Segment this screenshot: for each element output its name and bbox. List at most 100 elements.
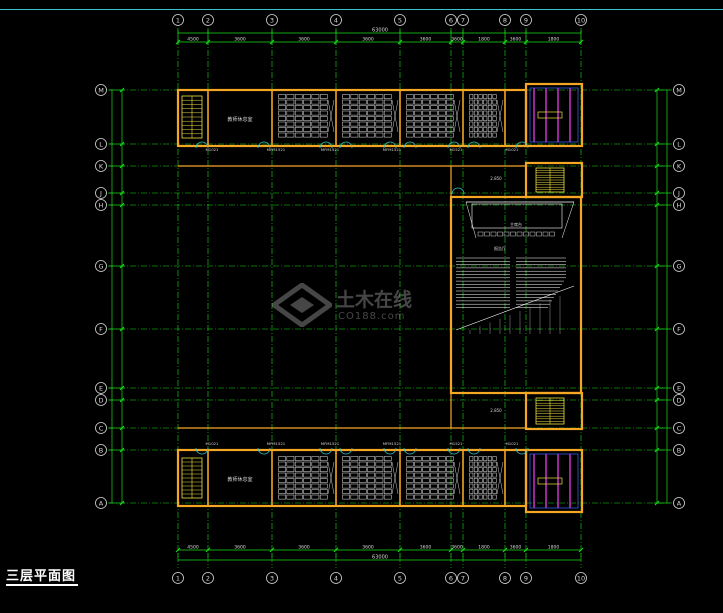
grid-bubble-label-6: 6: [449, 17, 453, 25]
grid-bubble-label-G: G: [676, 263, 681, 271]
grid-bubble-J-left: [95, 187, 107, 199]
dim-segment-label: 3600: [362, 545, 374, 551]
grid-bubble-E-right: [673, 382, 685, 394]
hall-front-seat: [549, 231, 555, 237]
grid-bubble-label-G: G: [98, 263, 103, 271]
dim-slash: [578, 547, 584, 553]
room-label-stage: 主席台: [510, 221, 522, 227]
dim-overall-label: 63000: [372, 555, 388, 561]
door-tag-lower: MFM1521: [267, 441, 286, 446]
grid-bubble-5-bottom: [394, 572, 406, 584]
grid-bubble-3-top: [266, 14, 278, 26]
door-tag-upper: MFM1521: [383, 147, 402, 152]
grid-bubble-3-bottom: [266, 572, 278, 584]
grid-bubble-label-1: 1: [176, 575, 180, 583]
door-arc-lower: [319, 447, 333, 455]
grid-bubble-label-A: A: [99, 500, 104, 508]
dim-segment-label: 1800: [478, 545, 490, 551]
door-tag-lower: MFM1521: [321, 441, 340, 446]
wc-upper: [529, 87, 579, 143]
dim-side-slash: [654, 397, 660, 403]
dim-segment-label: 3600: [298, 545, 310, 551]
dim-segment-label: 3600: [298, 37, 310, 43]
classroom-seating-upper-2: [406, 94, 454, 138]
dim-side-slash: [654, 425, 660, 431]
desk-mark: [327, 99, 335, 133]
wall-stair-lower-east: [524, 391, 584, 431]
classroom-seating-lower-2: [406, 456, 454, 500]
dim-slash: [333, 547, 339, 553]
grid-bubble-label-J: J: [99, 190, 102, 198]
hall-stage-side: [465, 201, 477, 239]
grid-bubble-D-right: [673, 394, 685, 406]
hall-front-seat: [516, 231, 523, 237]
dim-slash: [523, 547, 529, 553]
grid-bubble-5-top: [394, 14, 406, 26]
dim-slash: [333, 39, 339, 45]
grid-bubble-label-D: D: [676, 397, 681, 405]
grid-bubble-label-B: B: [99, 447, 103, 455]
dim-segment-label: 3600: [510, 37, 522, 43]
hall-front-seat: [484, 231, 490, 237]
door-arc-upper: [383, 141, 397, 149]
grid-bubble-label-E: E: [99, 385, 103, 393]
dim-side-slash: [119, 425, 125, 431]
door-arc-lower: [195, 447, 209, 455]
classroom-seating-lower-1: [342, 456, 392, 500]
dim-slash: [269, 39, 275, 45]
grid-bubble-1-bottom: [172, 572, 184, 584]
grid-bubble-A-left: [95, 497, 107, 509]
dim-side-slash: [119, 163, 125, 169]
dim-segment-label: 1800: [478, 37, 490, 43]
grid-bubble-4-top: [330, 14, 342, 26]
dim-segment-label: 3600: [234, 37, 246, 43]
door-arc-lower: [339, 447, 353, 455]
grid-bubble-G-left: [95, 260, 107, 272]
dim-side-slash: [119, 447, 125, 453]
desk-mark: [391, 99, 399, 133]
grid-bubble-label-L: L: [677, 141, 681, 149]
door-arc-hall: [451, 187, 465, 195]
dim-side-slash: [119, 87, 125, 93]
grid-bubble-M-left: [95, 84, 107, 96]
door-arc-upper: [515, 141, 529, 149]
grid-bubble-label-2: 2: [206, 17, 210, 25]
level-marker-lower: 2.850: [490, 408, 502, 413]
grid-bubble-label-M: M: [98, 87, 104, 95]
grid-bubble-G-right: [673, 260, 685, 272]
grid-bubble-M-right: [673, 84, 685, 96]
grid-bubble-L-left: [95, 138, 107, 150]
hall-front-seat: [510, 231, 516, 237]
classroom-seating-lower-3: [469, 456, 497, 500]
room-label-office-upper: 教师休息室: [227, 116, 252, 123]
hall-front-seat: [503, 231, 510, 237]
dim-side-slash: [654, 87, 660, 93]
grid-bubble-K-right: [673, 160, 685, 172]
dim-side-slash: [119, 500, 125, 506]
dim-slash: [269, 547, 275, 553]
hall-front-seat: [477, 231, 484, 237]
dim-side-slash: [119, 263, 125, 269]
dim-side-slash: [119, 397, 125, 403]
hall-front-seat: [536, 231, 542, 237]
dim-side-slash: [654, 447, 660, 453]
grid-bubble-label-5: 5: [398, 17, 402, 25]
door-arc-upper: [319, 141, 333, 149]
grid-bubble-J-right: [673, 187, 685, 199]
wall-upper-wc: [524, 82, 584, 148]
dim-slash: [175, 547, 181, 553]
room-label-office-lower: 教师休息室: [227, 476, 252, 483]
grid-bubble-label-7: 7: [461, 575, 465, 583]
dim-side-slash: [654, 385, 660, 391]
grid-bubble-label-3: 3: [270, 17, 274, 25]
grid-bubble-D-left: [95, 394, 107, 406]
dim-segment-label: 1800: [548, 545, 560, 551]
desk-mark: [327, 461, 335, 495]
dim-side-slash: [654, 141, 660, 147]
title-underline: [6, 584, 78, 586]
door-tag-upper: MFM1521: [321, 147, 340, 152]
drawing-title: 三层平面图: [6, 569, 77, 584]
dim-side-slash: [654, 500, 660, 506]
grid-bubble-F-right: [673, 323, 685, 335]
